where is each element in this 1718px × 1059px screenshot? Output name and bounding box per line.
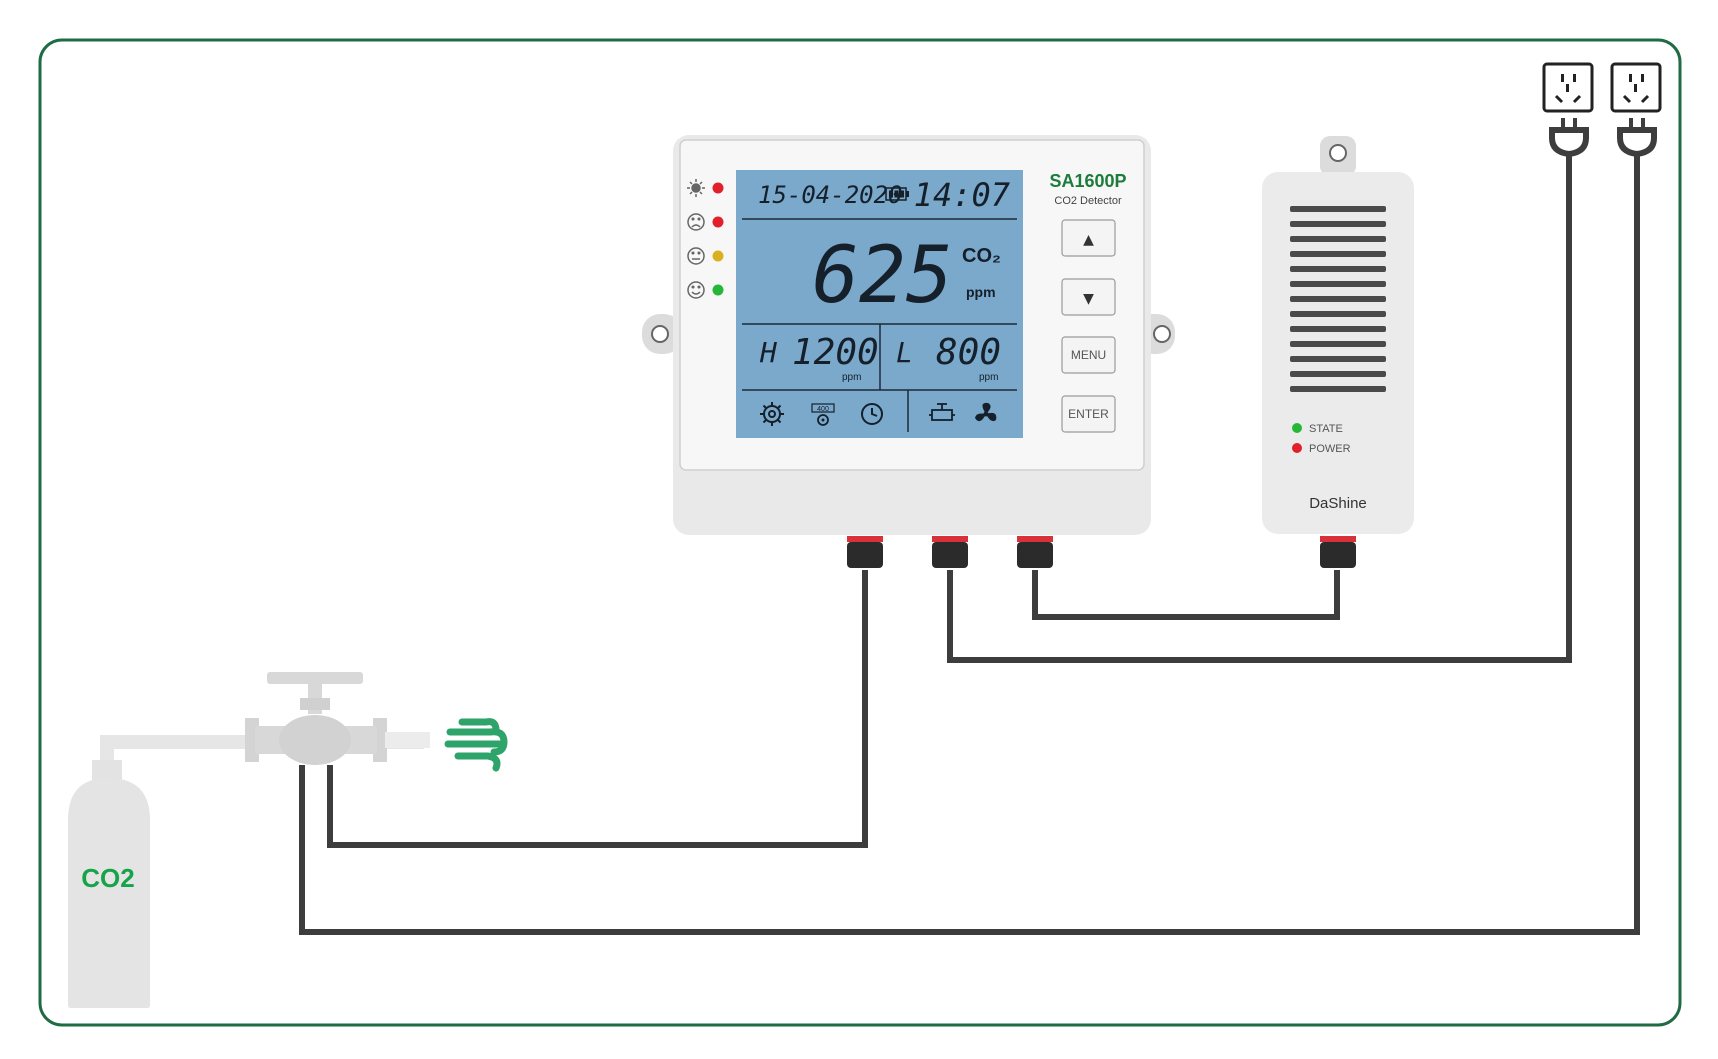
controller-housing [1262,172,1414,534]
valve-icon [929,403,955,421]
cylinder-label: CO2 [81,863,134,893]
happy-face-icon [687,281,705,299]
lcd-high-prefix: H [759,336,777,369]
neutral-face-icon [687,247,705,265]
controller-vent-grille [1290,206,1386,392]
gas-flow-icon [444,718,508,772]
down-button[interactable]: ▼ [1061,278,1116,316]
clock-icon [861,403,883,425]
power-outlet-1 [1542,62,1594,113]
model-name: SA1600P [1049,171,1126,191]
lcd-high-value: 1200 [792,332,879,373]
lcd-low-unit: ppm [979,372,998,383]
power-led [1292,443,1302,453]
up-button-label: ▲ [1083,232,1094,248]
up-button[interactable]: ▲ [1061,219,1116,257]
mount-hole-left [651,325,669,343]
controller-brand: DaShine [1309,495,1367,512]
lcd-low-prefix: L [896,336,913,369]
fan-icon [975,402,997,422]
controller-connector [1320,542,1356,568]
gear-icon [760,402,784,426]
enter-button-label: ENTER [1068,407,1109,421]
co2-cylinder: CO2 [68,735,424,1008]
wire-valve-to-outlet-2 [299,155,1640,935]
valve-outlet [385,732,430,748]
lcd-time: 14:07 [914,176,1010,214]
model-subtitle: CO2 Detector [1054,195,1122,207]
lcd-co2-value: 625 [812,231,953,321]
indicator-led-4 [712,284,724,296]
menu-button-label: MENU [1071,348,1106,362]
valve-handle [267,672,363,684]
svg-text:400: 400 [817,406,829,413]
battery-icon [885,187,909,201]
state-label: STATE [1309,423,1343,435]
power-label: POWER [1309,443,1351,455]
solenoid-valve [245,672,430,765]
menu-button[interactable]: MENU [1061,336,1116,374]
valve-body [279,715,351,765]
lcd-high-unit: ppm [842,372,861,383]
sad-face-icon [687,213,705,231]
mount-hole-right [1153,325,1171,343]
calibration-400-icon: 400 [811,403,835,426]
down-button-label: ▼ [1083,291,1094,307]
indicator-led-1 [712,182,724,194]
power-plug-1 [1549,118,1589,158]
power-outlet-2 [1610,62,1662,113]
diagram-frame [38,38,1682,1027]
lcd-background [736,170,1023,438]
indicator-led-2 [712,216,724,228]
dashine-controller: STATE POWER DaShine [1262,136,1414,568]
sun-icon [687,179,705,197]
wire-detector-to-valve [327,570,868,848]
lcd-main-unit: ppm [966,284,996,300]
lcd-screen: 15-04-2020 14:07 625 CO₂ ppm H 1200 ppm … [736,170,1023,438]
lcd-low-value: 800 [936,332,1001,373]
power-plug-2 [1617,118,1657,158]
enter-button[interactable]: ENTER [1061,395,1116,433]
lcd-date: 15-04-2020 [758,181,903,209]
detector-connectors [847,536,1053,568]
wire-detector-to-controller [1032,570,1340,620]
state-led [1292,423,1302,433]
co2-detector: 15-04-2020 14:07 625 CO₂ ppm H 1200 ppm … [642,135,1175,568]
air-quality-indicators [687,179,724,299]
cylinder-body [68,778,150,1008]
indicator-led-3 [712,250,724,262]
wires [299,155,1640,935]
wire-detector-to-outlet-1 [947,155,1572,663]
lcd-co2-label: CO₂ [962,245,1001,267]
